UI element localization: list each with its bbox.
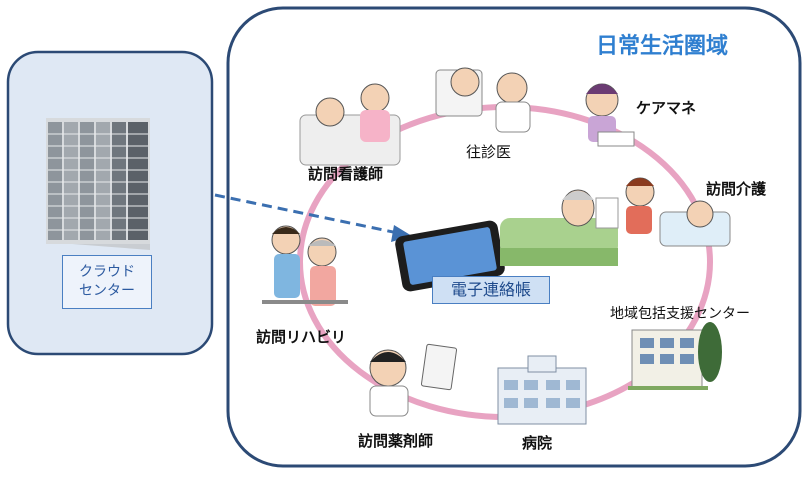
pharmacist-icon [369, 343, 458, 417]
sync-arrowhead [391, 225, 412, 242]
care-manager-icon [585, 83, 635, 147]
area-title: 日常生活圏域 [596, 34, 729, 59]
label-home-doctor: 往診医 [466, 143, 512, 161]
visiting-nurse-icon [299, 83, 401, 166]
label-community-center: 地域包括支援センター [610, 306, 750, 322]
label-hospital: 病院 [522, 434, 553, 452]
rehab-icon [262, 225, 348, 306]
hospital-icon [497, 355, 587, 425]
server-rack-icon [46, 118, 150, 250]
cloud-label-line1: クラウド [79, 264, 135, 280]
patient-in-bed-icon [500, 189, 619, 266]
home-care-icon [625, 177, 731, 247]
community-center-icon [628, 322, 722, 390]
label-visiting-nurse: 訪問看護師 [308, 165, 384, 183]
label-care-manager: ケアマネ [636, 99, 697, 117]
cloud-center-label: クラウド センター [62, 255, 152, 309]
label-visiting-pharmacist: 訪問薬剤師 [358, 432, 434, 450]
label-visiting-rehab: 訪問リハビリ [256, 328, 347, 346]
e-notebook-label: 電子連絡帳 [432, 276, 550, 304]
label-home-care: 訪問介護 [706, 180, 767, 198]
cloud-label-line2: センター [79, 283, 135, 299]
tablet-icon [395, 220, 505, 292]
home-doctor-icon [435, 67, 531, 133]
